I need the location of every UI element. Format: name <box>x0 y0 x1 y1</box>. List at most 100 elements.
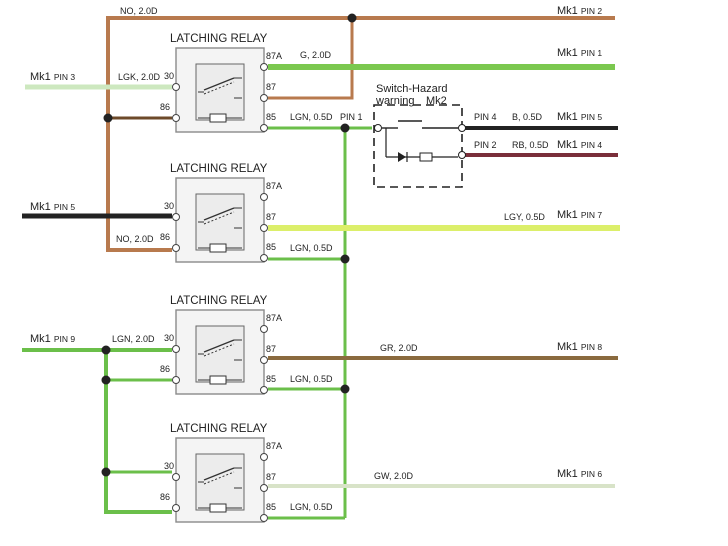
relay-terminal <box>172 83 180 91</box>
label-lgn-left: LGN, 2.0D <box>112 334 155 344</box>
relay-arm-dashed <box>203 471 235 485</box>
relay-coil <box>209 243 227 253</box>
label-mk1-pin5-left: Mk1 PIN 5 <box>30 201 75 213</box>
label-rb-wire: RB, 0.5D <box>512 140 549 150</box>
junction-dot <box>340 123 350 133</box>
label-switch-title: Switch-Hazard <box>376 83 448 95</box>
relay-arm <box>203 207 235 221</box>
relay-arm <box>203 77 235 91</box>
relay-terminal <box>260 63 268 71</box>
switch-dashed-box <box>373 104 463 188</box>
label-sw-pin1: PIN 1 <box>340 112 363 122</box>
junction-dot <box>101 375 111 385</box>
junction-dot <box>340 254 350 264</box>
relay-terminal <box>172 504 180 512</box>
label-mk1-pin3: Mk1 PIN 3 <box>30 71 75 83</box>
relay-pin-label: 86 <box>160 492 170 502</box>
relay-pin-label: 87A <box>266 181 282 191</box>
relay-terminal <box>260 484 268 492</box>
relay-pin-label: 85 <box>266 112 276 122</box>
label-mk1-pin6: Mk1 PIN 6 <box>557 468 602 480</box>
relay-arm <box>203 467 235 481</box>
relay-coil <box>209 375 227 385</box>
relay-terminal <box>260 124 268 132</box>
label-sw-pin2: PIN 2 <box>474 140 497 150</box>
relay-pin-label: 85 <box>266 242 276 252</box>
relay-pin-label: 86 <box>160 364 170 374</box>
relay-terminal <box>172 345 180 353</box>
relay-arm-dashed <box>203 343 235 357</box>
relay-terminal <box>172 473 180 481</box>
relay-pin-label: 87 <box>266 82 276 92</box>
relay-pin-label: 87 <box>266 212 276 222</box>
label-b-wire: B, 0.5D <box>512 112 543 122</box>
relay-pin-label: 85 <box>266 502 276 512</box>
relay-terminal <box>172 213 180 221</box>
relay-terminal <box>260 193 268 201</box>
label-lgk-wire: LGK, 2.0D <box>118 72 161 82</box>
relay-pin-label: 85 <box>266 374 276 384</box>
relay-pin-label: 30 <box>164 71 174 81</box>
label-switch-mk: Mk2 <box>426 95 447 107</box>
label-no-top: NO, 2.0D <box>120 6 158 16</box>
label-mk1-pin9: Mk1 PIN 9 <box>30 333 75 345</box>
relay-terminal <box>172 376 180 384</box>
relay-coil <box>209 113 227 123</box>
junction-dot <box>101 467 111 477</box>
relay-arm <box>203 339 235 353</box>
relay-terminal <box>172 114 180 122</box>
relay-terminal <box>260 453 268 461</box>
junctions <box>101 13 357 477</box>
relay-title: LATCHING RELAY <box>170 163 268 175</box>
switch-lamp <box>419 152 433 162</box>
label-mk1-pin7: Mk1 PIN 7 <box>557 209 602 221</box>
label-lgn-r4: LGN, 0.5D <box>290 502 333 512</box>
label-gw-wire: GW, 2.0D <box>374 471 414 481</box>
relay-terminal <box>260 386 268 394</box>
label-mk1-pin8: Mk1 PIN 8 <box>557 341 602 353</box>
relay-pin-label: 86 <box>160 102 170 112</box>
switch-terminal <box>374 124 382 132</box>
wire-no-r1-87 <box>268 18 354 100</box>
relay-terminal <box>260 514 268 522</box>
relay-terminal <box>260 254 268 262</box>
relay-terminal <box>260 94 268 102</box>
relay-pin-label: 30 <box>164 201 174 211</box>
label-lgy-wire: LGY, 0.5D <box>504 212 545 222</box>
label-no-r2: NO, 2.0D <box>116 234 154 244</box>
switch-terminal <box>458 151 466 159</box>
wires <box>22 16 620 520</box>
label-mk1-pin5-right: Mk1 PIN 5 <box>557 111 602 123</box>
labels: NO, 2.0D Mk1 PIN 2 G, 2.0D Mk1 PIN 1 Mk1… <box>30 5 602 512</box>
junction-dot <box>101 345 111 355</box>
relay-pin-label: 87 <box>266 344 276 354</box>
relay-terminal <box>260 224 268 232</box>
label-lgn-r3: LGN, 0.5D <box>290 374 333 384</box>
relay-title: LATCHING RELAY <box>170 295 268 307</box>
relay-arm-dashed <box>203 211 235 225</box>
wire-no-left-vertical <box>106 118 172 252</box>
relay-pin-label: 87A <box>266 313 282 323</box>
switch-hazard-warning <box>373 104 466 188</box>
label-mk1-pin4: Mk1 PIN 4 <box>557 139 602 151</box>
junction-dot <box>347 13 357 23</box>
label-gr-wire: GR, 2.0D <box>380 343 418 353</box>
junction-dot <box>103 113 113 123</box>
label-sw-pin4: PIN 4 <box>474 112 497 122</box>
relay-pin-label: 87A <box>266 441 282 451</box>
relay-pin-label: 30 <box>164 461 174 471</box>
label-mk1-pin2: Mk1 PIN 2 <box>557 5 602 17</box>
label-switch-sub: warning <box>375 95 415 107</box>
wire-lgn-left-vertical <box>104 350 172 514</box>
relay-terminal <box>172 244 180 252</box>
junction-dot <box>340 384 350 394</box>
latching-relay: LATCHING RELAY 30 86 87A 87 85 <box>160 163 282 263</box>
relay-pin-label: 86 <box>160 232 170 242</box>
relay-arm-dashed <box>203 81 235 95</box>
label-mk1-pin1: Mk1 PIN 1 <box>557 47 602 59</box>
